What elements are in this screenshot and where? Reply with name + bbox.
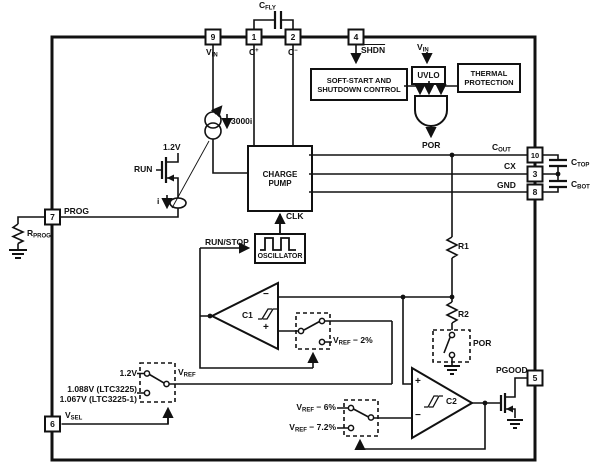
pin-10: 10 [530, 150, 540, 160]
soft-start-line2: SHUTDOWN CONTROL [317, 84, 401, 94]
cx-pin-label: CX [504, 161, 516, 171]
junction-dots [207, 152, 561, 406]
charge-pump-block: CHARGE PUMP [247, 145, 313, 212]
run-nmos [160, 157, 507, 413]
por-output-label: POR [422, 140, 441, 150]
thermal-protection-block: THERMAL PROTECTION [457, 63, 521, 93]
resistors [11, 223, 459, 324]
r2-label: R2 [458, 309, 469, 319]
current-sense [169, 140, 210, 209]
comparator-c1 [209, 281, 279, 351]
wires [17, 19, 559, 450]
oscillator-waveform [260, 237, 296, 251]
uvlo-label: UVLO [417, 71, 440, 80]
mirror-gain-label: 3000i [231, 116, 253, 126]
thermal-line2: PROTECTION [464, 78, 514, 87]
and-gate [414, 95, 448, 127]
c2-minus-input: − [415, 410, 421, 421]
c2-label: C2 [446, 396, 457, 406]
switch-contacts [143, 317, 456, 432]
comparator-c2 [411, 366, 474, 440]
rail-1v2-label: 1.2V [163, 142, 181, 152]
vin-pin-label: VIN [206, 47, 218, 59]
switch-boxes [139, 312, 471, 437]
shdn-pin-label: SHDN [361, 45, 386, 55]
prog-pin-label: PROG [64, 206, 90, 216]
current-mirror [204, 111, 222, 140]
cout-pin-label: COUT [492, 142, 511, 154]
pin-5: 5 [532, 372, 538, 383]
r1-label: R1 [458, 241, 469, 251]
pin-boxes [44, 28, 544, 433]
pin-6: 6 [50, 418, 55, 429]
cplus-pin-label: C+ [249, 47, 259, 57]
sel-1v2-label: 1.2V [119, 368, 138, 378]
pin-2: 2 [290, 31, 296, 42]
pin-9: 9 [210, 31, 216, 42]
pgood-pin-label: PGOOD [496, 365, 528, 375]
pin-1: 1 [251, 31, 257, 42]
vref-minus2-label: VREF − 2% [333, 335, 373, 347]
rprog-label: RPROG [27, 228, 51, 240]
arrow-wires [161, 44, 457, 450]
thermal-line1: THERMAL [470, 69, 508, 78]
pin-4: 4 [353, 31, 359, 42]
vsel-pin-label: VSEL [65, 410, 83, 422]
nmos-source-arrows [167, 174, 513, 413]
c2-plus-input: + [415, 376, 421, 387]
soft-start-block: SOFT-START AND SHUTDOWN CONTROL [310, 68, 408, 101]
cbot-label: CBOT [571, 179, 590, 191]
charge-pump-line1: CHARGE [262, 169, 298, 179]
por-switch-label: POR [473, 338, 492, 348]
clk-label: CLK [286, 211, 304, 221]
sel-1067-label: 1.067V (LTC3225-1) [59, 394, 137, 404]
c1-minus-input: − [263, 289, 269, 300]
run-stop-label: RUN/STOP [205, 237, 249, 247]
oscillator-block: OSCILLATOR [254, 233, 306, 264]
gnd-pin-label: GND [497, 180, 516, 190]
capacitor-plates [273, 11, 567, 189]
pin-3: 3 [532, 168, 538, 179]
vref-minus72-label: VREF − 7.2% [289, 422, 336, 434]
uvlo-vin-label: VIN [417, 42, 429, 54]
vref-label: VREF [178, 367, 196, 379]
c1-label: C1 [242, 310, 253, 320]
i-current-label: i [157, 196, 160, 206]
uvlo-block: UVLO [411, 66, 446, 85]
cminus-pin-label: C− [288, 47, 298, 57]
run-label: RUN [134, 164, 153, 174]
sel-1088-label: 1.088V (LTC3225) [67, 384, 137, 394]
soft-start-line1: SOFT-START AND [326, 75, 392, 85]
vref-minus6-label: VREF − 6% [296, 402, 336, 414]
oscillator-label: OSCILLATOR [257, 253, 303, 260]
ground-symbols [9, 249, 523, 429]
c1-plus-input: + [263, 322, 269, 333]
cfly-label: CFLY [259, 0, 276, 12]
pin-8: 8 [532, 186, 538, 197]
pin-7: 7 [50, 211, 55, 222]
charge-pump-line2: PUMP [268, 178, 292, 188]
ctop-label: CTOP [571, 157, 590, 169]
